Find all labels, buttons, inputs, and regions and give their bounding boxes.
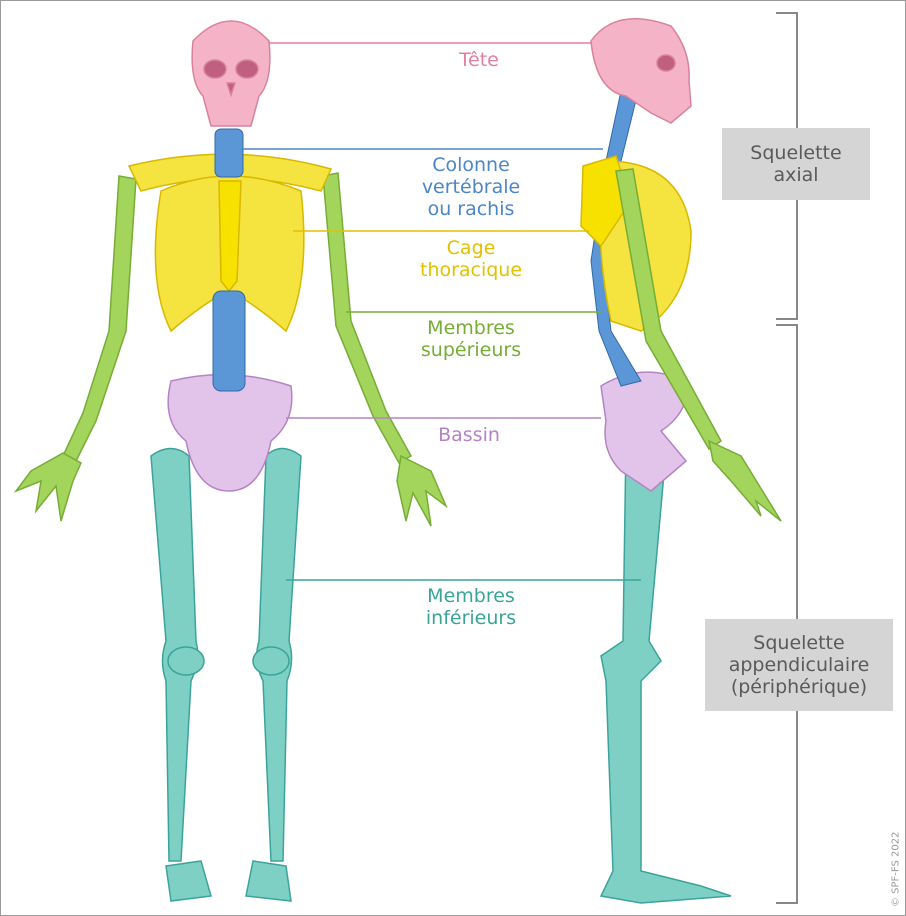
label-pelvis: Bassin: [438, 424, 500, 446]
label-spine-3: ou rachis: [428, 198, 515, 220]
front-upper-limbs: [13, 172, 448, 527]
side-skull: [590, 18, 692, 124]
label-ribcage-1: Cage: [447, 237, 496, 259]
label-spine-1: Colonne: [432, 154, 510, 176]
appendicular-label-2: appendiculaire: [728, 654, 870, 676]
front-skull: [191, 20, 271, 127]
front-spine: [212, 128, 246, 392]
copyright-notice: © SPF-FS 2022: [890, 831, 901, 907]
side-skeleton: [580, 18, 782, 904]
label-spine-2: vertébrale: [422, 176, 520, 198]
appendicular-skeleton-box: Squelette appendiculaire (périphérique): [705, 619, 893, 711]
label-ribcage-2: thoracique: [420, 259, 522, 281]
appendicular-label-3: (périphérique): [730, 676, 868, 698]
label-head: Tête: [458, 49, 499, 71]
labels: Tête Colonne vertébrale ou rachis Cage t…: [420, 49, 522, 629]
axial-skeleton-box: Squelette axial: [722, 128, 870, 200]
front-pelvis: [167, 373, 293, 492]
axial-label-2: axial: [773, 164, 819, 186]
label-lower-limbs-2: inférieurs: [426, 607, 516, 629]
side-pelvis: [600, 371, 688, 492]
front-ribcage: [127, 153, 333, 333]
appendicular-bracket: [776, 324, 798, 904]
leader-lines: [241, 42, 641, 581]
label-upper-limbs-1: Membres: [427, 317, 515, 339]
front-skeleton: [13, 20, 448, 902]
label-upper-limbs-2: supérieurs: [421, 339, 521, 361]
appendicular-label-1: Squelette: [753, 632, 845, 654]
front-lower-limbs: [150, 447, 302, 902]
label-lower-limbs-1: Membres: [427, 585, 515, 607]
side-upper-limb: [615, 168, 782, 522]
axial-label-1: Squelette: [750, 142, 842, 164]
